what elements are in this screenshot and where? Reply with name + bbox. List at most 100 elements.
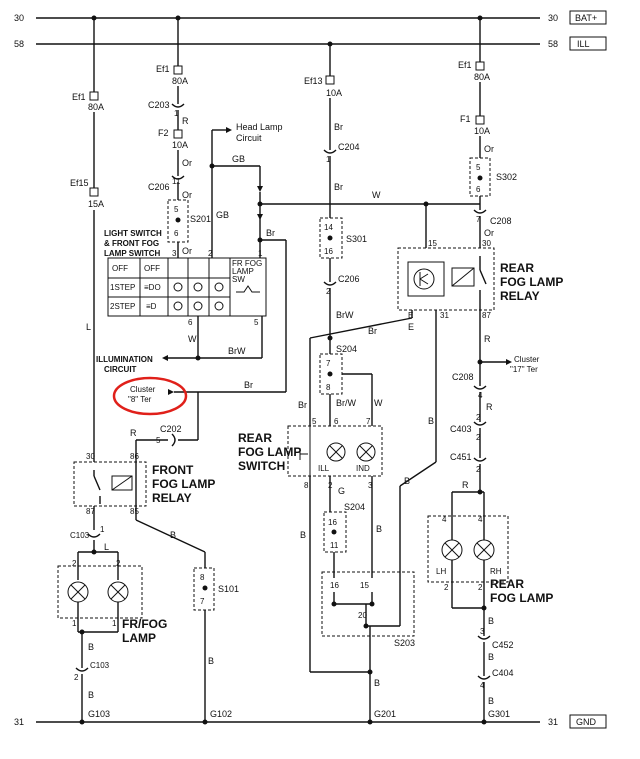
wire-color: W — [374, 398, 383, 408]
connector-label: C203 — [148, 100, 170, 110]
pin-label: 15 — [428, 239, 437, 248]
connector-c452 — [477, 635, 491, 640]
wire-color: B — [488, 616, 494, 626]
junction — [367, 669, 373, 675]
ill-rail-left-number: 58 — [14, 39, 24, 49]
wire-color: R — [182, 116, 189, 126]
pin-label: 1 — [258, 249, 263, 258]
wire-color: Br — [266, 228, 275, 238]
illumination-label: CIRCUIT — [104, 365, 137, 374]
gnd-rail: 31 31 GND — [14, 714, 607, 729]
fuse-amp: 10A — [474, 126, 490, 136]
rh-label: RH — [490, 567, 502, 576]
pin-label: 3 — [368, 481, 373, 490]
gnd-tag: GND — [576, 717, 597, 727]
fuse-label: F1 — [460, 114, 471, 124]
connector-c206 — [171, 175, 185, 180]
connector-label: C103 — [90, 661, 110, 670]
relay-coil — [451, 267, 475, 287]
table-cell: ≡D — [146, 302, 157, 311]
connector-label: C206 — [338, 274, 360, 284]
pin-label: 2 — [74, 673, 79, 682]
wire-color: B — [88, 690, 94, 700]
highlight-circle — [112, 376, 188, 416]
rear-switch-title: FOG LAMP — [238, 445, 301, 459]
fuse-amp: 80A — [88, 102, 104, 112]
fuse-label: Ef1 — [458, 60, 472, 70]
connector-label: C206 — [148, 182, 170, 192]
cluster-8-ter: Br Cluster "8" Ter — [112, 376, 286, 416]
front-relay-title: RELAY — [152, 491, 192, 505]
wire-color: L — [86, 322, 91, 332]
light-switch-table: OFF OFF 1STEP ≡DO 2STEP ≡D 3 2 6 5 FR FO… — [107, 249, 267, 327]
pin-label: 8 — [200, 573, 205, 582]
wire-color: Or — [182, 246, 192, 256]
pin-label: 14 — [324, 223, 333, 232]
gnd-rail-right-number: 31 — [548, 717, 558, 727]
pin-label: 5 — [174, 205, 179, 214]
pin-label: 1 — [72, 619, 77, 628]
bat-rail-right-number: 30 — [548, 13, 558, 23]
bat-rail-left-number: 30 — [14, 13, 24, 23]
connector-label: C208 — [490, 216, 512, 226]
pin-label: 31 — [440, 311, 449, 320]
wire-color: B — [404, 476, 410, 486]
pin-label: 30 — [482, 239, 491, 248]
bat-tag-box — [569, 10, 607, 25]
fuse-label: Ef15 — [70, 178, 89, 188]
fr-fog-sw-label: SW — [232, 275, 245, 284]
wire-color: B — [88, 642, 94, 652]
ground-label: G103 — [88, 709, 110, 719]
pin-label: 11 — [330, 541, 339, 550]
lamp-icon — [326, 442, 346, 462]
front-relay-title: FRONT — [152, 463, 194, 477]
rear-fog-lamp-title: FOG LAMP — [490, 591, 553, 605]
pin-label: 4 — [478, 515, 483, 524]
diode-icon — [257, 186, 263, 192]
ground-label: G301 — [488, 709, 510, 719]
relay-control-icon — [413, 268, 435, 290]
cluster-8-label: "8" Ter — [128, 395, 152, 404]
connector-c202 — [171, 433, 176, 447]
splice-s201: 5 6 S201 — [167, 199, 211, 243]
wire-color: L — [104, 542, 109, 552]
fuse-amp: 80A — [172, 76, 188, 86]
pin-label: 87 — [86, 507, 95, 516]
connector-c204 — [323, 149, 337, 154]
rear-switch-title: SWITCH — [238, 459, 285, 473]
contact-icon — [193, 282, 203, 292]
connector-c203 — [171, 103, 185, 108]
connector-c403 — [473, 421, 487, 426]
fuse-amp: 10A — [172, 140, 188, 150]
fuse-ef15 — [89, 187, 99, 197]
contact-icon — [214, 282, 224, 292]
splice-label: S302 — [496, 172, 517, 182]
connector-c206 — [323, 281, 337, 286]
junction — [327, 335, 333, 341]
splice-s302: 5 6 S302 — [469, 157, 517, 197]
pin-label: 8 — [304, 481, 309, 490]
pin-label: 7 — [476, 215, 481, 224]
connector-c208 — [473, 209, 487, 214]
fr-fog-sw-label: FR FOG — [232, 259, 262, 268]
pin-label: E — [408, 311, 413, 320]
splice-label: S101 — [218, 584, 239, 594]
ground-label: G201 — [374, 709, 396, 719]
contact-icon — [173, 282, 183, 292]
pin-label: 2 — [326, 287, 331, 296]
fuse-label: Ef1 — [72, 92, 86, 102]
pin-label: 5 — [476, 163, 481, 172]
pin-label: 1 — [112, 619, 117, 628]
connector-label: C452 — [492, 640, 514, 650]
pin-label: 3 — [172, 249, 177, 258]
rear-relay-title: RELAY — [500, 289, 540, 303]
splice-label: S203 — [394, 638, 415, 648]
connector-c103 — [75, 667, 89, 672]
table-cell: OFF — [112, 264, 128, 273]
wire-color: B — [170, 530, 176, 540]
ill-tag-box — [569, 36, 607, 51]
splice-s203: 16 15 20 S203 — [321, 571, 415, 648]
pin-label: 5 — [312, 417, 317, 426]
pin-label: 20 — [358, 611, 367, 620]
pin-label: 6 — [334, 417, 339, 426]
